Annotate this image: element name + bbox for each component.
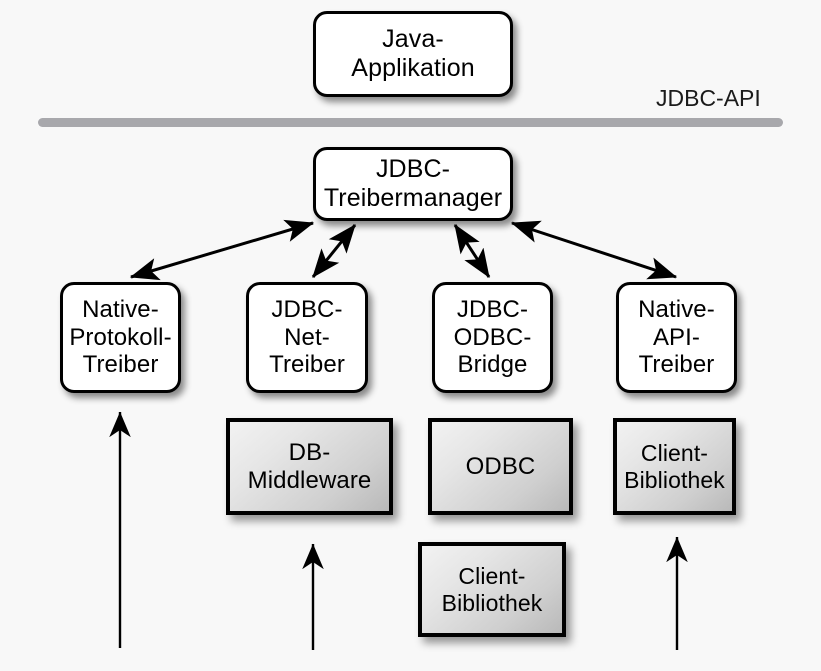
connector-manager-to-jdbc-net [311,224,357,278]
node-client-bibliothek-odbc: Client- Bibliothek [418,542,566,637]
node-label: DB- Middleware [247,438,372,494]
node-native-api-treiber: Native- API- Treiber [616,282,737,393]
node-label: JDBC- Treibermanager [323,155,503,212]
node-jdbc-treibermanager: JDBC- Treibermanager [313,147,513,221]
node-label: Client- Bibliothek [624,439,725,493]
node-label: Native- API- Treiber [638,295,715,379]
node-label: Native- Protokoll- Treiber [69,295,172,379]
node-jdbc-odbc-bridge: JDBC- ODBC- Bridge [432,282,553,393]
connector-manager-to-jdbc-odbc [453,223,491,279]
node-label: ODBC [465,452,536,480]
jdbc-api-label: JDBC-API [656,85,761,111]
node-label: JDBC- Net- Treiber [269,295,345,379]
node-db-middleware: DB- Middleware [226,418,393,515]
node-client-bibliothek-right: Client- Bibliothek [613,418,736,515]
node-label: JDBC- ODBC- Bridge [453,295,532,379]
node-odbc: ODBC [428,418,573,515]
connector-manager-to-native-api [510,220,678,280]
jdbc-api-boundary-rule [38,118,783,127]
node-native-protokoll-treiber: Native- Protokoll- Treiber [60,282,181,393]
connector-manager-to-native-protokoll [129,219,315,281]
node-java-application: Java- Applikation [313,11,513,97]
node-label: Java- Applikation [351,25,475,82]
node-jdbc-net-treiber: JDBC- Net- Treiber [246,282,368,393]
node-label: Client- Bibliothek [441,562,543,616]
